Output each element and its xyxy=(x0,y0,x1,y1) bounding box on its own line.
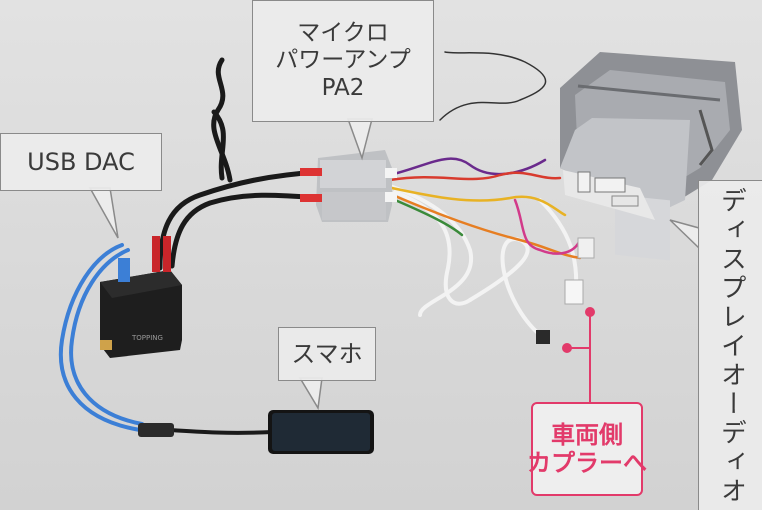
usb-dac-device: TOPPING xyxy=(100,236,182,358)
callout-pointers xyxy=(88,118,700,411)
usb-dac-callout: USB DAC xyxy=(0,133,162,191)
colored-wires xyxy=(388,51,582,260)
dac-brand-text: TOPPING xyxy=(131,334,163,342)
amplifier-box xyxy=(300,150,397,222)
usb-dac-label: USB DAC xyxy=(27,147,135,176)
white-harness xyxy=(388,184,579,337)
coupler-pointer xyxy=(562,307,595,402)
usb-connector xyxy=(138,423,174,437)
display-audio-label: ディスプレイオーディオ xyxy=(716,186,747,506)
display-audio-unit xyxy=(560,52,742,261)
smartphone-label: スマホ xyxy=(291,339,363,368)
amp-label-line3: PA2 xyxy=(321,74,365,101)
vehicle-coupler-callout: 車両側 カプラーへ xyxy=(527,402,647,496)
black-cables xyxy=(157,57,323,435)
vehicle-label-line2: カプラーへ xyxy=(527,449,647,477)
smartphone-device xyxy=(268,410,374,454)
amp-callout: マイクロ パワーアンプ PA2 xyxy=(252,0,434,122)
usb-blue-cable xyxy=(58,243,144,432)
smartphone-callout: スマホ xyxy=(278,327,376,381)
amp-label-line1: マイクロ xyxy=(297,20,389,47)
amp-label-line2: パワーアンプ xyxy=(275,47,411,74)
vehicle-couplers xyxy=(536,237,595,344)
vehicle-label-line1: 車両側 xyxy=(551,420,623,449)
display-audio-callout: ディスプレイオーディオ xyxy=(698,180,762,510)
